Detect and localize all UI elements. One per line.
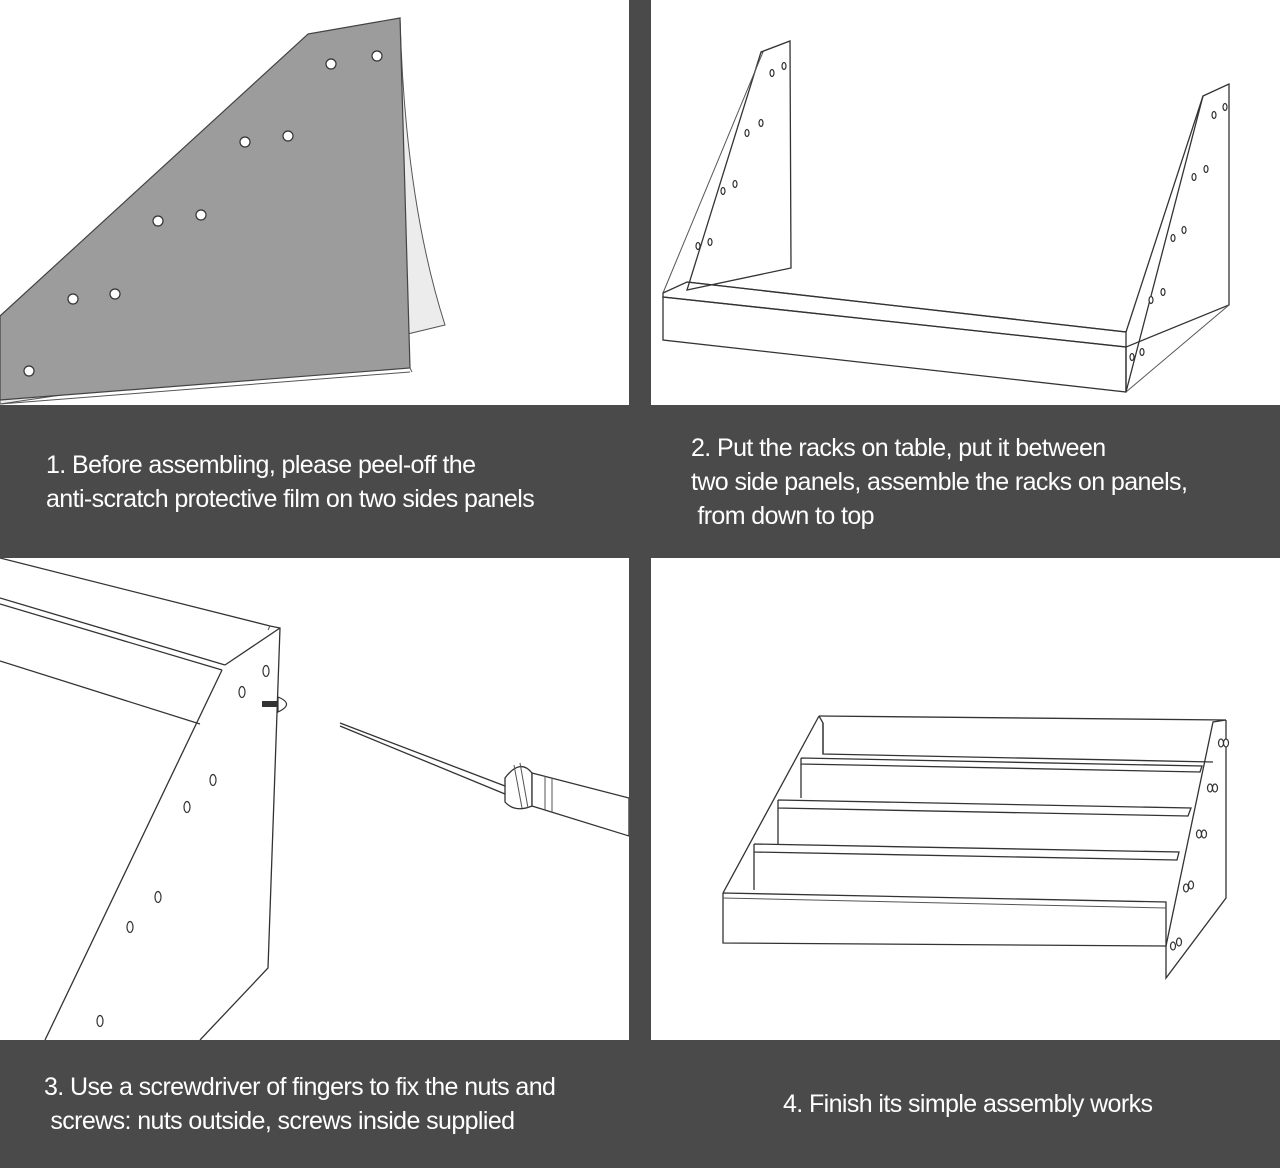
- step-2-line-3: from down to top: [691, 499, 1280, 533]
- screwdriver-closeup-drawing: [0, 558, 629, 1040]
- first-rack-drawing: [651, 0, 1280, 405]
- step-2-line-2: two side panels, assemble the racks on p…: [691, 465, 1280, 499]
- step-1-illustration: [0, 0, 629, 405]
- step-1-line-1: 1. Before assembling, please peel-off th…: [46, 448, 629, 482]
- side-panel-shape: [0, 18, 410, 400]
- step-3-line-2: screws: nuts outside, screws inside supp…: [44, 1104, 629, 1138]
- step-2-line-1: 2. Put the racks on table, put it betwee…: [691, 431, 1280, 465]
- step-4-line-1: 4. Finish its simple assembly works: [783, 1087, 1280, 1121]
- rack-tiers: [723, 716, 1213, 946]
- step-1-line-2: anti-scratch protective film on two side…: [46, 482, 629, 516]
- step-2-illustration: [651, 0, 1280, 405]
- step-3-caption: 3. Use a screwdriver of fingers to fix t…: [0, 1040, 629, 1168]
- screw-icon: [262, 697, 287, 712]
- step-2-caption: 2. Put the racks on table, put it betwee…: [651, 405, 1280, 558]
- step-3-illustration: [0, 558, 629, 1040]
- finished-rack-drawing: [651, 558, 1280, 1040]
- step-4-caption: 4. Finish its simple assembly works: [651, 1040, 1280, 1168]
- panel-holes: [696, 63, 1227, 361]
- screwdriver-icon: [340, 723, 629, 836]
- step-1-caption: 1. Before assembling, please peel-off th…: [0, 405, 629, 558]
- step-3-line-1: 3. Use a screwdriver of fingers to fix t…: [44, 1070, 629, 1104]
- panel-holes: [1171, 739, 1229, 950]
- step-4-illustration: [651, 558, 1280, 1040]
- side-panel-peel-drawing: [0, 0, 629, 405]
- panel-holes: [97, 666, 269, 1027]
